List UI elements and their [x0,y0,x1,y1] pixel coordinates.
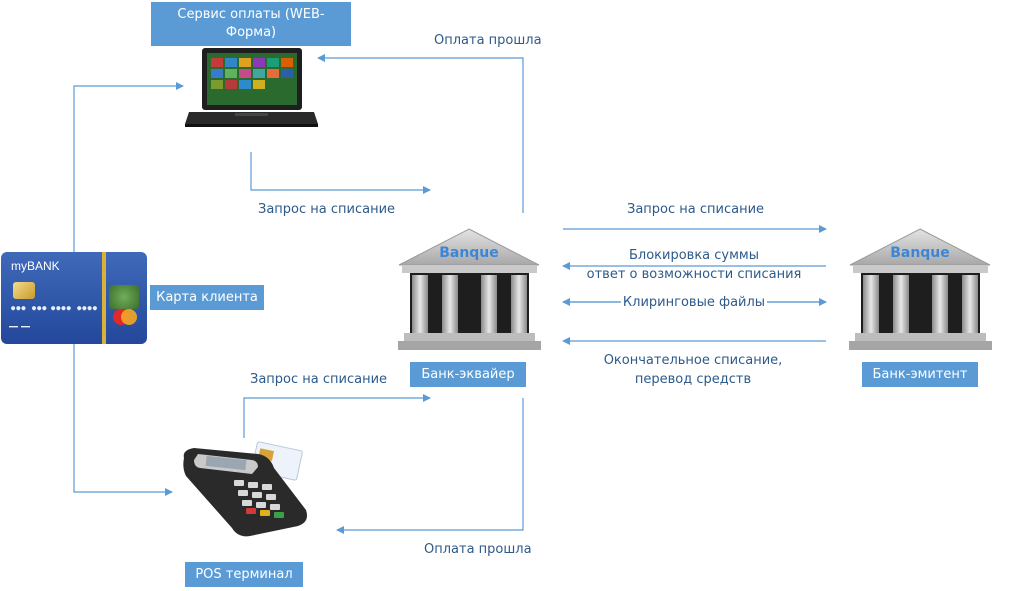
laptop-icon [185,48,318,127]
label-answer-possibility: ответ о возможности списания [586,267,802,282]
issuer-bank-word: Banque [890,245,950,261]
card-number-dots-2: ●●●● ●●●● [51,304,98,312]
web-service-box: Сервис оплаты (WEB-Форма) [151,2,351,46]
label-request-from-pos: Запрос на списание [250,372,388,387]
acquirer-bank-box: Банк-эквайер [410,362,526,387]
label-clearing-files: Клиринговые файлы [620,293,768,312]
pos-terminal-icon [183,441,307,537]
label-payment-done-bottom: Оплата прошла [424,542,532,557]
issuer-bank-box: Банк-эмитент [862,362,978,387]
card-brand: myBANK [11,259,60,273]
pos-terminal-box: POS терминал [185,562,303,587]
label-payment-done-top: Оплата прошла [434,33,542,48]
arrow-laptop-to-acquirer [250,152,431,194]
label-block-amount: Блокировка суммы [628,248,760,263]
arrow-card-to-laptop [73,82,184,252]
arrow-acquirer-to-laptop [317,54,524,213]
label-funds-transfer: перевод средств [634,372,752,387]
card-number-dots: ●●● ●●● [11,304,48,312]
card-strip [102,252,106,344]
acquirer-bank-word: Banque [439,245,499,261]
client-card-box: Карта клиента [150,285,264,310]
arrow-pos-to-acquirer [243,394,431,438]
globe-icon [109,285,139,309]
mastercard-icon [113,309,137,325]
card-holder-line: ▬▬▬ ▬▬▬ [9,324,31,330]
label-request-from-web: Запрос на списание [258,202,396,217]
arrow-card-to-pos [73,344,173,496]
label-request-to-issuer: Запрос на списание [627,202,765,217]
chip-icon [13,282,35,299]
issuer-bank-icon: Banque [849,228,992,350]
label-final-writeoff: Окончательное списание, [603,353,783,368]
arrow-acquirer-to-pos [336,398,524,534]
acquirer-bank-icon: Banque [398,228,541,350]
client-card: myBANK ●●● ●●● ●●●● ●●●● ▬▬▬ ▬▬▬ [1,252,147,344]
